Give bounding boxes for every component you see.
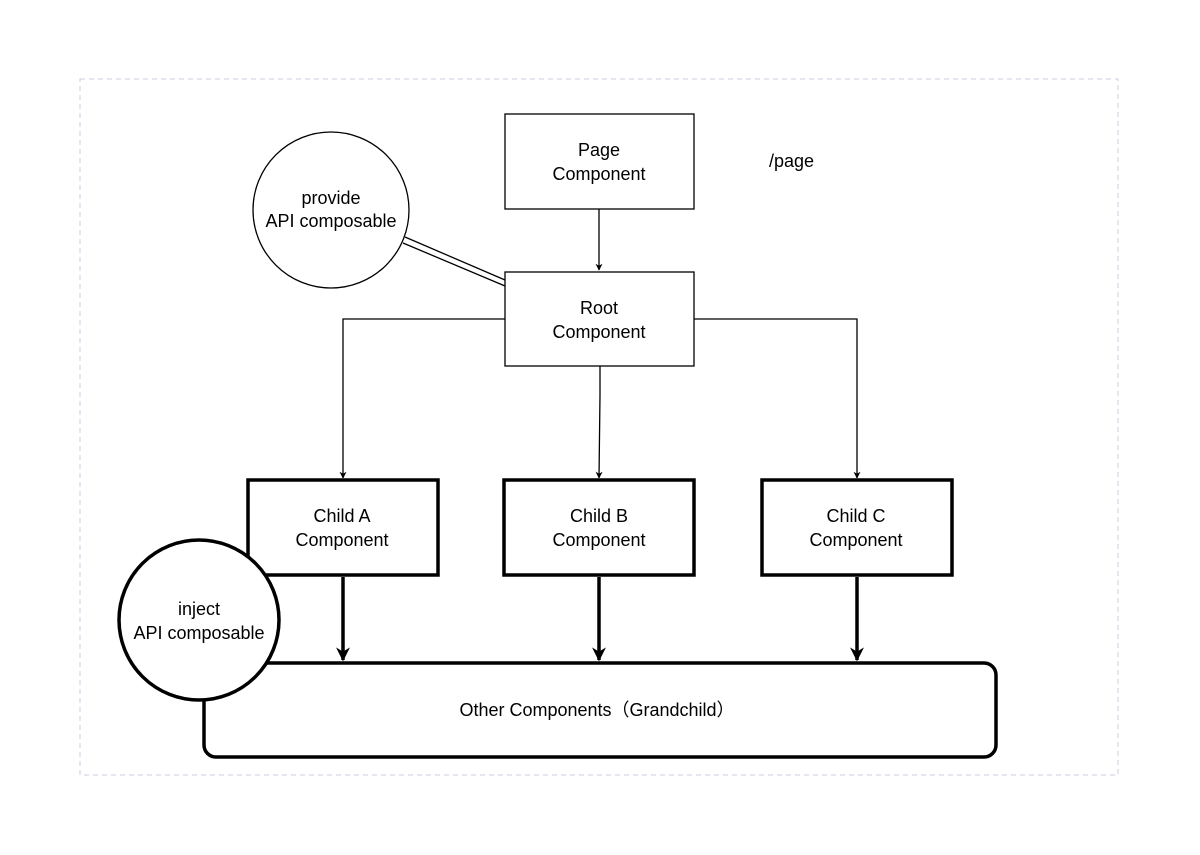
edge-root-to-child-c [694,318,861,479]
grandchild-components-node: Other Components（Grandchild） [202,661,998,759]
child-c-label-1: Child C [826,506,885,526]
child-c-component-node: Child C Component [760,478,954,577]
grandchild-label: Other Components（Grandchild） [459,700,734,720]
page-component-node: Page Component [504,113,695,210]
provide-link [402,236,506,287]
edge-root-to-child-a [339,318,505,479]
child-b-component-node: Child B Component [502,478,696,577]
child-a-component-node: Child A Component [246,478,440,577]
child-c-label-2: Component [809,530,902,550]
diagram-frame [79,78,1119,776]
root-component-label-2: Component [552,322,645,342]
provide-label-2: API composable [265,211,396,231]
child-a-label-1: Child A [313,506,370,526]
inject-label-2: API composable [133,623,264,643]
inject-label-1: inject [178,599,220,619]
child-b-label-2: Component [552,530,645,550]
root-component-label-1: Root [580,298,618,318]
inject-api-composable-node: inject API composable [117,538,281,702]
child-a-label-2: Component [295,530,388,550]
provide-label-1: provide [301,188,360,208]
provide-api-composable-node: provide API composable [252,131,410,289]
child-b-label-1: Child B [570,506,628,526]
root-component-node: Root Component [504,271,695,367]
route-label: /page [769,151,814,171]
page-component-label-1: Page [578,140,620,160]
edge-root-to-child-b [595,366,603,479]
page-component-label-2: Component [552,164,645,184]
